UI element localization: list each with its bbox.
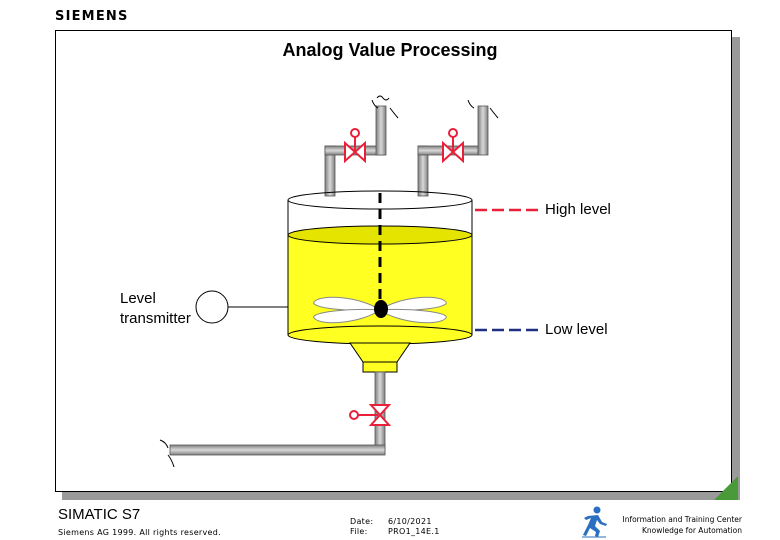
tank-outlet-cone <box>349 342 411 373</box>
stirrer-blades <box>313 296 447 324</box>
date-label: Date: <box>350 517 374 526</box>
itc-block: Information and Training Center Knowledg… <box>620 514 742 536</box>
high-level-label: High level <box>545 201 611 218</box>
low-level-label: Low level <box>545 321 608 338</box>
slide-title: Analog Value Processing <box>282 40 498 60</box>
outlet-valve <box>349 404 392 426</box>
date-value: 6/10/2021 <box>388 517 432 526</box>
level-transmitter-label-line2: transmitter <box>120 310 191 327</box>
inlet-valve-right <box>442 128 464 164</box>
inlet-valve-left <box>344 128 366 164</box>
file-value: PRO1_14E.1 <box>388 527 440 536</box>
level-transmitter <box>195 290 288 324</box>
itc-line2: Knowledge for Automation <box>642 526 742 535</box>
product-name: SIMATIC S7 <box>58 506 141 523</box>
level-transmitter-label: Level transmitter <box>120 289 191 329</box>
file-label: File: <box>350 527 368 536</box>
itc-line1: Information and Training Center <box>622 515 742 524</box>
itc-runner-icon <box>582 506 607 538</box>
siemens-logo: SIEMENS <box>55 9 129 24</box>
page-fold-corner <box>714 476 738 500</box>
outlet-pipe <box>159 371 386 468</box>
level-transmitter-label-line1: Level <box>120 290 156 307</box>
copyright: Siemens AG 1999. All rights reserved. <box>58 528 221 537</box>
